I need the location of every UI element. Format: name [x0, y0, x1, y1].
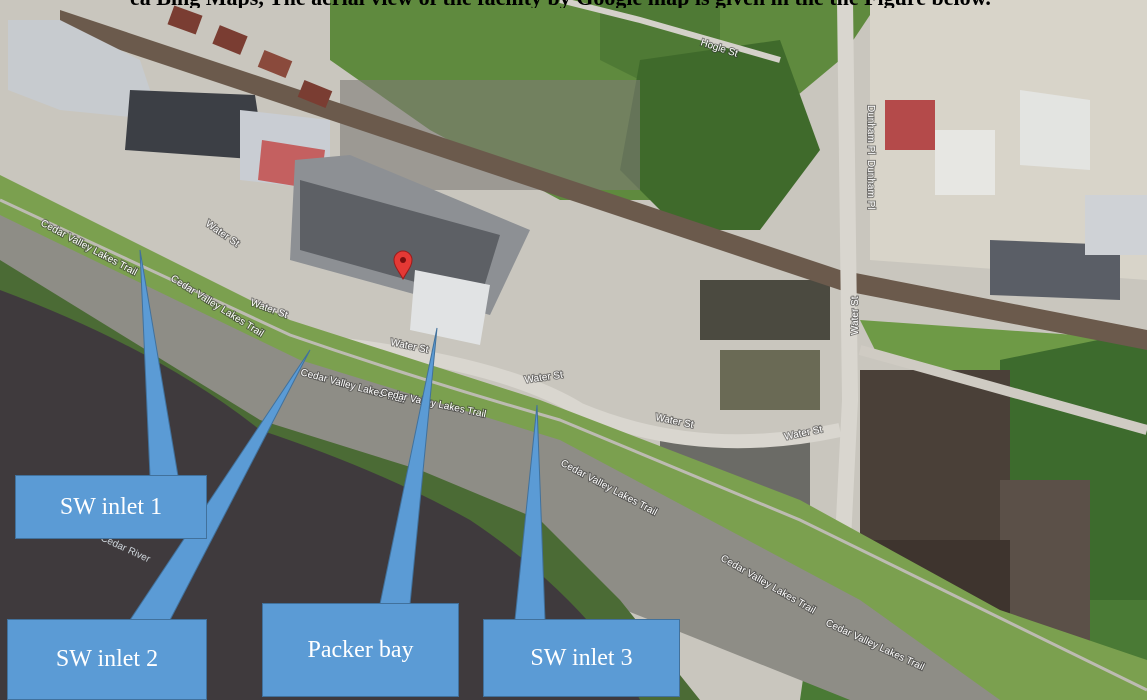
callout-pointers [129, 249, 546, 621]
sw-inlet-2-callout: SW inlet 2 [7, 619, 207, 700]
sw-inlet-1-label: SW inlet 1 [59, 493, 163, 520]
sw-inlet-1-callout: SW inlet 1 [15, 475, 207, 539]
packer-bay-label: Packer bay [307, 636, 414, 663]
caption-text: ea Bing Maps, The aerial view of the fac… [130, 0, 991, 8]
sw-inlet-2-label: SW inlet 2 [55, 646, 159, 672]
parking-lot [870, 0, 1147, 280]
rail-cars [167, 5, 333, 108]
levee-grass [0, 175, 1147, 700]
packer-bay-callout: Packer bay [262, 603, 459, 697]
street-label: Dunham Pl [865, 105, 876, 154]
location-pin-icon[interactable] [393, 250, 413, 281]
street-label: Water St [850, 296, 861, 335]
sw-inlet-3-callout: SW inlet 3 [483, 619, 680, 697]
caption-fragment: ea Bing Maps, The aerial view of the fac… [0, 0, 1147, 8]
railroad [60, 10, 1147, 350]
riprap-bank [0, 215, 1000, 700]
sw-inlet-3-label: SW inlet 3 [530, 644, 633, 671]
street-label: Dunham Pl [865, 160, 876, 209]
buildings [8, 20, 1147, 345]
